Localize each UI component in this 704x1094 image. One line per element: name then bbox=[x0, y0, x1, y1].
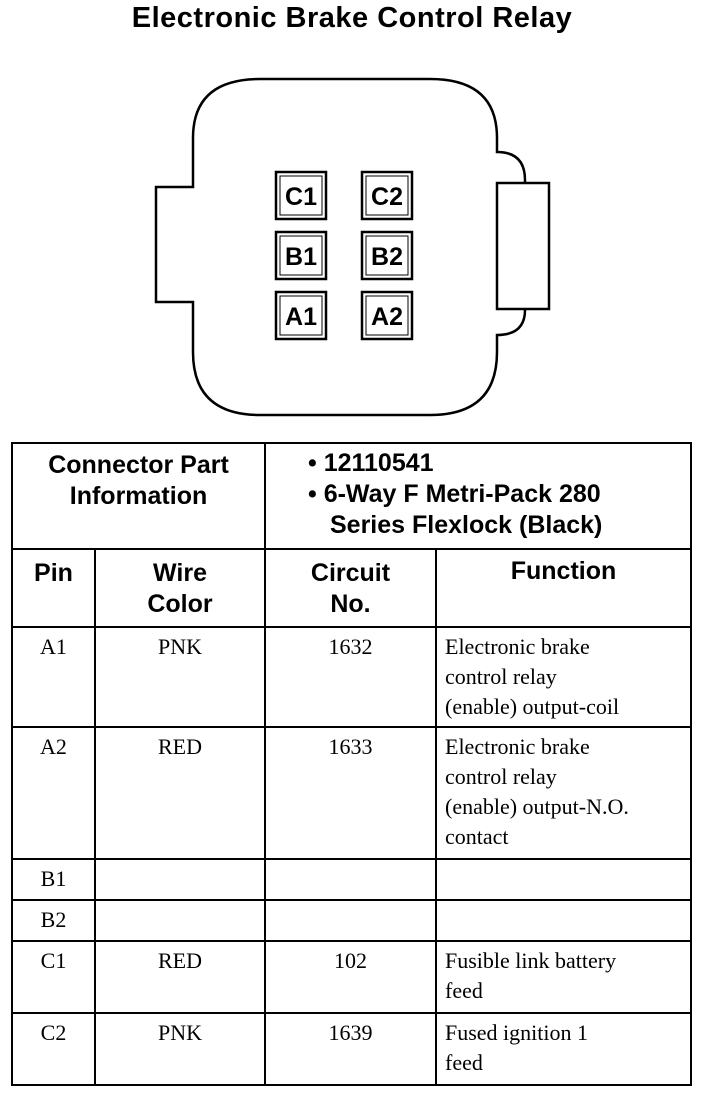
wire-color-cell bbox=[94, 899, 266, 942]
pin-label-a1: A1 bbox=[285, 303, 317, 331]
wire-color-cell bbox=[94, 858, 266, 901]
pin-label-c1: C1 bbox=[285, 183, 317, 211]
pin-cell: A1 bbox=[11, 626, 96, 728]
part-info-label-line1: Connector Part bbox=[48, 451, 229, 479]
circuit-cell: 1639 bbox=[264, 1012, 437, 1086]
part-info-label-line2: Information bbox=[69, 482, 208, 510]
wire-color-cell: PNK bbox=[94, 626, 266, 728]
pin-cavity: A1 bbox=[274, 290, 328, 341]
header-wire-color: Wire Color bbox=[94, 548, 266, 628]
header-wire-color-line2: Color bbox=[147, 590, 213, 618]
part-description-line1: • 6-Way F Metri-Pack 280 bbox=[308, 480, 601, 508]
header-circuit-line1: Circuit bbox=[310, 559, 391, 587]
table-row: A1 PNK 1632 Electronic brake control rel… bbox=[11, 626, 692, 728]
wire-color-cell: RED bbox=[94, 940, 266, 1014]
pin-label-b2: B2 bbox=[371, 243, 403, 271]
table-row: B2 bbox=[11, 899, 692, 942]
table-row: A2 RED 1633 Electronic brake control rel… bbox=[11, 726, 692, 860]
function-line: Electronic brake bbox=[445, 734, 590, 759]
function-line: Fusible link battery bbox=[445, 948, 617, 973]
function-line: Electronic brake bbox=[445, 634, 590, 659]
circuit-cell: 1632 bbox=[264, 626, 437, 728]
pin-cell: A2 bbox=[11, 726, 96, 860]
pin-cavity: C2 bbox=[360, 170, 414, 221]
pin-cavity: A2 bbox=[360, 290, 414, 341]
connector-housing-outline bbox=[154, 77, 527, 417]
pin-cavity: B2 bbox=[360, 230, 414, 281]
function-line: (enable) output-coil bbox=[445, 694, 620, 719]
pin-cell: C1 bbox=[11, 940, 96, 1014]
connector-face-diagram: C1 C2 B1 B2 A1 A2 bbox=[154, 77, 551, 417]
header-circuit-no: Circuit No. bbox=[264, 548, 437, 628]
circuit-cell: 102 bbox=[264, 940, 437, 1014]
function-line: Fused ignition 1 bbox=[445, 1020, 589, 1045]
function-cell: Fusible link battery feed bbox=[435, 940, 692, 1014]
pin-cell: B2 bbox=[11, 899, 96, 942]
pin-cell: C2 bbox=[11, 1012, 96, 1086]
pin-cavity: B1 bbox=[274, 230, 328, 281]
function-line: contact bbox=[445, 824, 509, 849]
part-number: • 12110541 bbox=[308, 449, 434, 477]
header-pin-label: Pin bbox=[34, 559, 73, 587]
pin-cell: B1 bbox=[11, 858, 96, 901]
header-function: Function bbox=[435, 548, 692, 628]
pin-label-b1: B1 bbox=[285, 243, 317, 271]
header-wire-color-line1: Wire bbox=[153, 559, 207, 587]
pin-cavity: C1 bbox=[274, 170, 328, 221]
part-info-label-cell: Connector Part Information bbox=[11, 442, 266, 550]
function-cell bbox=[435, 899, 692, 942]
circuit-cell: 1633 bbox=[264, 726, 437, 860]
function-line: control relay bbox=[445, 764, 557, 789]
part-description-line2: Series Flexlock (Black) bbox=[330, 511, 603, 539]
circuit-cell bbox=[264, 899, 437, 942]
function-line: control relay bbox=[445, 664, 557, 689]
function-line: (enable) output-N.O. bbox=[445, 794, 629, 819]
table-row: C2 PNK 1639 Fused ignition 1 feed bbox=[11, 1012, 692, 1086]
connector-lock-tab bbox=[495, 181, 551, 311]
function-cell: Fused ignition 1 feed bbox=[435, 1012, 692, 1086]
function-cell bbox=[435, 858, 692, 901]
header-pin: Pin bbox=[11, 548, 96, 628]
table-row: C1 RED 102 Fusible link battery feed bbox=[11, 940, 692, 1014]
function-cell: Electronic brake control relay (enable) … bbox=[435, 626, 692, 728]
header-function-label: Function bbox=[510, 557, 617, 585]
function-cell: Electronic brake control relay (enable) … bbox=[435, 726, 692, 860]
part-info-row: Connector Part Information • 12110541 • … bbox=[11, 442, 692, 550]
pin-label-c2: C2 bbox=[371, 183, 403, 211]
pin-label-a2: A2 bbox=[371, 303, 403, 331]
header-circuit-line2: No. bbox=[330, 590, 371, 618]
table-row: B1 bbox=[11, 858, 692, 901]
circuit-cell bbox=[264, 858, 437, 901]
wire-color-cell: RED bbox=[94, 726, 266, 860]
part-info-values-cell: • 12110541 • 6-Way F Metri-Pack 280 Seri… bbox=[264, 442, 692, 550]
connector-info-table: Connector Part Information • 12110541 • … bbox=[11, 442, 692, 1086]
page-title: Electronic Brake Control Relay bbox=[131, 2, 573, 34]
wire-color-cell: PNK bbox=[94, 1012, 266, 1086]
column-header-row: Pin Wire Color Circuit No. Function bbox=[11, 548, 692, 628]
function-line: feed bbox=[445, 978, 483, 1003]
function-line: feed bbox=[445, 1050, 483, 1075]
